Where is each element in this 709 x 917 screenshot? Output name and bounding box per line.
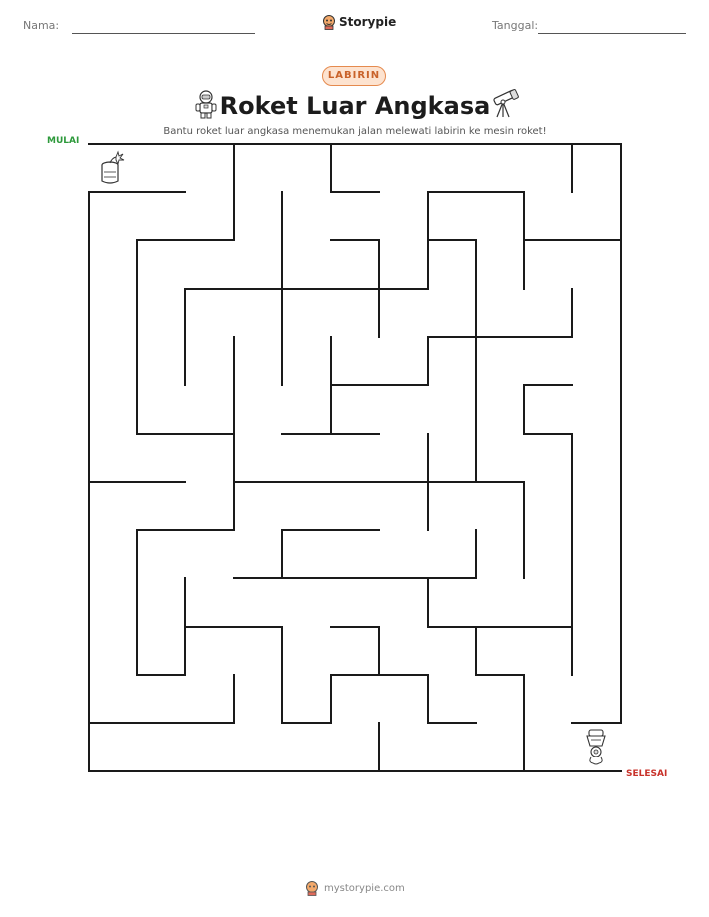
brand-name: Storypie [339,15,397,29]
footer: mystorypie.com [305,880,405,896]
name-field[interactable] [72,33,255,34]
category-badge: LABIRIN [322,66,386,86]
date-field[interactable] [538,33,686,34]
storypie-logo-icon [323,15,335,30]
rocket-engine-icon [586,729,606,765]
dynamite-icon [101,150,125,184]
storypie-footer-icon [306,881,318,896]
instructions: Bantu roket luar angkasa menemukan jalan… [163,126,547,137]
name-label: Nama: [23,19,60,32]
end-label: SELESAI [626,769,668,779]
date-label: Tanggal: [492,19,539,32]
page-title: Roket Luar Angkasa [219,92,491,120]
telescope-icon [493,89,519,118]
maze-walls [88,143,622,772]
footer-url[interactable]: mystorypie.com [324,882,405,894]
start-label: MULAI [47,136,80,146]
astronaut-icon [195,90,217,119]
brand-logo: Storypie [322,14,396,30]
